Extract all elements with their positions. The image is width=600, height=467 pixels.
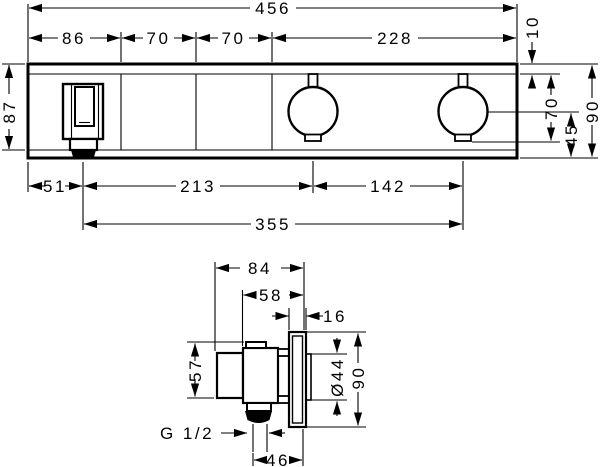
dim-knob-center-bottom: 45 bbox=[562, 113, 581, 157]
dim-body-height: 57 bbox=[186, 341, 244, 399]
dim-label-46: 46 bbox=[266, 451, 290, 467]
dim-label-dia44: Ø44 bbox=[328, 357, 347, 397]
front-extension-lines-bottom bbox=[27, 161, 464, 230]
dim-thread: G 1/2 bbox=[160, 424, 285, 443]
knob2-bottom-tab bbox=[454, 133, 472, 142]
dim-knob-span: 70 bbox=[542, 75, 561, 141]
dim-label-90-right: 90 bbox=[583, 99, 600, 123]
holder-neck bbox=[68, 137, 99, 152]
dim-depth-total: 84 bbox=[215, 259, 304, 278]
dim-label-10: 10 bbox=[523, 15, 542, 39]
dim-label-142: 142 bbox=[370, 177, 406, 196]
body-top-step bbox=[245, 341, 267, 349]
handshower-holder bbox=[61, 82, 105, 160]
dim-label-70a: 70 bbox=[147, 29, 171, 48]
dim-plate-thickness: 16 bbox=[272, 307, 347, 326]
dim-height-left: 87 bbox=[0, 63, 25, 151]
side-extension-lines bbox=[214, 262, 307, 351]
dim-bottom-row: 51 213 142 bbox=[28, 177, 463, 196]
dim-depth-body: 58 bbox=[243, 286, 304, 305]
hose-nut bbox=[71, 150, 96, 160]
dim-label-456: 456 bbox=[255, 0, 291, 18]
dim-segment-row: 86 70 70 228 bbox=[28, 29, 517, 48]
dim-label-g12: G 1/2 bbox=[160, 424, 214, 443]
dim-label-228: 228 bbox=[377, 29, 413, 48]
outlet-neck bbox=[246, 402, 272, 412]
body-left-block bbox=[215, 351, 245, 400]
dim-label-84: 84 bbox=[248, 259, 272, 278]
dim-label-16: 16 bbox=[323, 307, 347, 326]
escutcheon-inner-face bbox=[291, 335, 304, 424]
front-extension-lines-top bbox=[27, 4, 518, 62]
dim-outlet-span: 46 bbox=[252, 429, 304, 467]
front-extension-lines-right bbox=[472, 63, 598, 159]
dim-label-45: 45 bbox=[562, 123, 581, 147]
knob1-bottom-tab bbox=[304, 133, 322, 142]
valve-body bbox=[215, 330, 312, 452]
dim-label-70b: 70 bbox=[222, 29, 246, 48]
top-connector bbox=[277, 348, 290, 357]
knob1-circle bbox=[287, 85, 339, 138]
side-view: 84 58 16 57 Ø44 bbox=[160, 259, 368, 467]
dim-label-51: 51 bbox=[43, 177, 67, 196]
dim-label-58: 58 bbox=[259, 286, 283, 305]
dim-label-86: 86 bbox=[62, 29, 86, 48]
dim-sleeve-diameter: Ø44 bbox=[307, 338, 347, 416]
dim-label-70-right: 70 bbox=[542, 96, 561, 120]
dim-label-90-side: 90 bbox=[349, 366, 368, 390]
dim-label-57: 57 bbox=[186, 358, 205, 382]
dim-plate-height: 90 bbox=[307, 331, 368, 428]
bottom-connector bbox=[277, 395, 290, 404]
dim-label-87: 87 bbox=[0, 100, 19, 124]
dim-label-213: 213 bbox=[180, 177, 216, 196]
dim-label-355: 355 bbox=[255, 215, 291, 234]
thermostat-knob bbox=[287, 73, 339, 142]
volume-knob bbox=[437, 73, 489, 142]
front-view: 456 86 70 70 228 87 bbox=[0, 0, 600, 234]
dim-hose-to-knob2: 355 bbox=[83, 215, 463, 234]
dim-strip-height: 10 bbox=[523, 15, 542, 89]
body-mid-block bbox=[241, 346, 280, 405]
dim-overall-width: 456 bbox=[28, 0, 517, 18]
outlet-nut bbox=[245, 411, 272, 423]
knob2-circle bbox=[437, 85, 489, 138]
dim-height-right: 90 bbox=[583, 65, 600, 157]
